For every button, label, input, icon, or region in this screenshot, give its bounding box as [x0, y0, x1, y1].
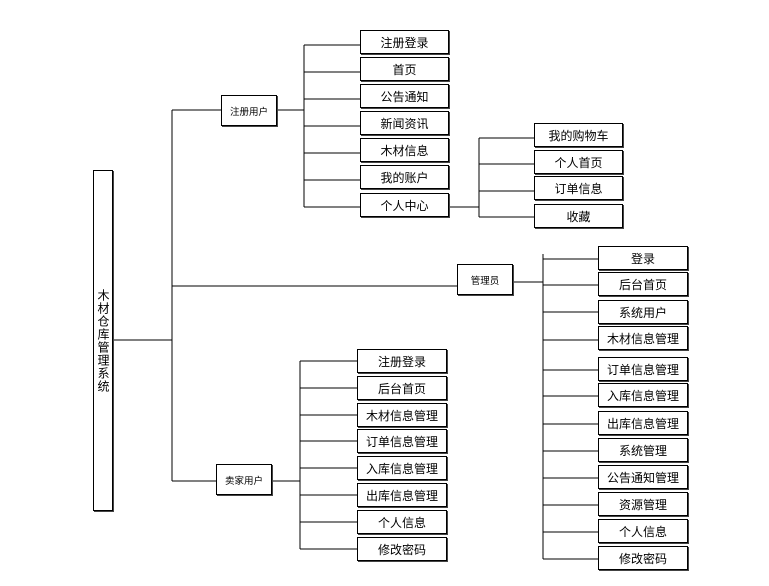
root-node: 木材仓库管理系统 [93, 170, 113, 511]
leaf-node: 修改密码 [598, 546, 688, 570]
leaf-node: 资源管理 [598, 492, 688, 516]
group-registered-user: 注册用户 [221, 95, 277, 126]
leaf-node: 公告通知管理 [598, 465, 688, 489]
leaf-node: 公告通知 [360, 84, 449, 108]
leaf-node: 新闻资讯 [360, 111, 449, 135]
leaf-node: 木材信息管理 [357, 403, 447, 427]
leaf-node: 首页 [360, 57, 449, 81]
leaf-node: 注册登录 [360, 30, 449, 54]
leaf-node: 我的账户 [360, 165, 449, 189]
leaf-node: 订单信息管理 [598, 357, 688, 381]
leaf-node: 出库信息管理 [357, 483, 447, 507]
sub-leaf-node: 订单信息 [534, 176, 623, 200]
sub-leaf-node: 我的购物车 [534, 123, 623, 147]
leaf-node: 木材信息 [360, 138, 449, 162]
leaf-node: 出库信息管理 [598, 411, 688, 435]
leaf-node: 入库信息管理 [357, 456, 447, 480]
leaf-node: 后台首页 [357, 376, 447, 400]
group-admin: 管理员 [457, 264, 513, 295]
leaf-node: 订单信息管理 [357, 429, 447, 453]
leaf-node-personal-center: 个人中心 [360, 193, 449, 217]
leaf-node: 系统用户 [598, 300, 688, 324]
sub-leaf-node: 收藏 [534, 204, 623, 228]
group-seller-user: 卖家用户 [216, 464, 272, 495]
sub-leaf-node: 个人首页 [534, 150, 623, 174]
leaf-node: 个人信息 [598, 519, 688, 543]
leaf-node: 登录 [598, 246, 688, 270]
leaf-node: 后台首页 [598, 272, 688, 296]
leaf-node: 注册登录 [357, 349, 447, 373]
leaf-node: 入库信息管理 [598, 383, 688, 407]
leaf-node: 个人信息 [357, 510, 447, 534]
leaf-node: 系统管理 [598, 438, 688, 462]
leaf-node: 木材信息管理 [598, 326, 688, 350]
leaf-node: 修改密码 [357, 537, 447, 561]
